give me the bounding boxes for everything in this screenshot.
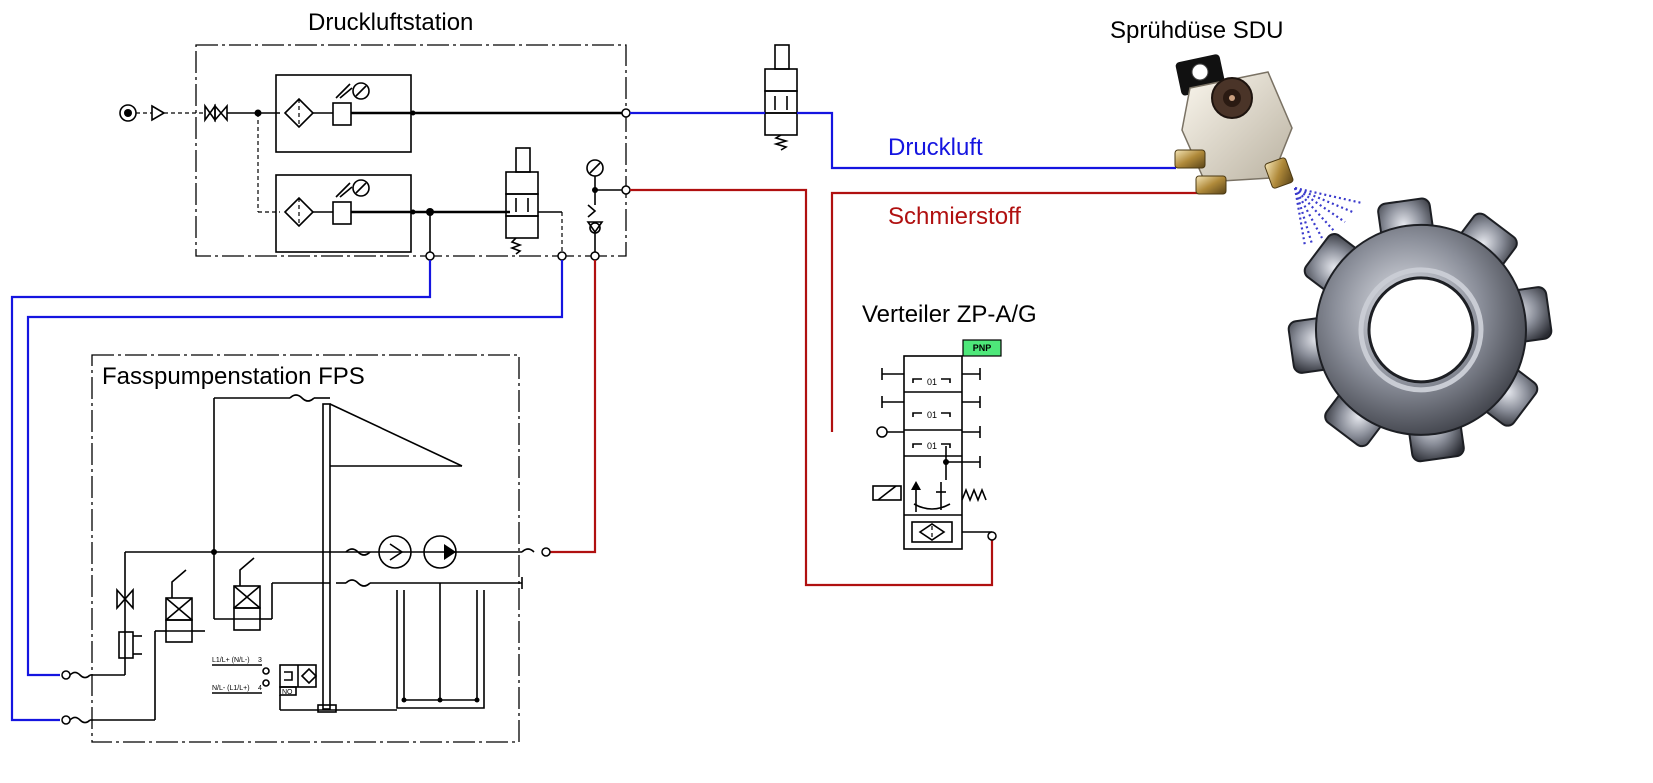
druckluft-label: Druckluft (888, 134, 983, 161)
level-switch: L1/L+ (N/L-) 3 N/L- (L1/L+) 4 NO (212, 657, 397, 711)
solenoid-coil-icon (872, 485, 902, 501)
barrel-outline (396, 590, 485, 709)
verteiler-label: Verteiler ZP-A/G (862, 301, 1037, 328)
distributor-block: PNP 01 01 01 (872, 339, 1002, 550)
spray-pattern (1293, 186, 1363, 247)
check-valve-icon (586, 221, 604, 234)
fps-shutoff-valve-icon (116, 587, 134, 611)
air-fitting (1174, 149, 1206, 169)
distributor-body (903, 355, 963, 550)
terminal-pin-1: 3 (258, 657, 262, 664)
shutoff-valve-icon (204, 103, 216, 123)
frl-unit-2 (275, 174, 412, 253)
regulator-icon-2 (332, 201, 352, 225)
gauge-icon-1 (352, 82, 370, 100)
fps-port-air-1 (61, 670, 71, 680)
druckluftstation-group (119, 44, 631, 261)
nozzle-tip (1264, 157, 1294, 189)
station-port-lube-out (621, 185, 631, 195)
section-label-1: 01 (927, 377, 937, 387)
pump-rod (322, 403, 331, 710)
fps-check-valve-icon (118, 631, 134, 659)
station-port-air-out (621, 108, 631, 118)
fps-port-air-2 (61, 715, 71, 725)
fps-valve-2 (213, 398, 330, 631)
spring-icon-distributor (961, 487, 987, 503)
druckluftstation-boundary (195, 44, 627, 257)
section-label-2: 01 (927, 410, 937, 420)
gear-icon (1287, 197, 1553, 463)
gauge-icon-2 (352, 179, 370, 197)
pnp-badge-text: PNP (973, 343, 992, 353)
fasspumpenstation-label: Fasspumpenstation FPS (102, 363, 365, 390)
station-port-air-2 (557, 251, 567, 261)
silencer-icon (151, 104, 166, 122)
spray-nozzle-device (1174, 54, 1294, 195)
distributor-port-out (987, 531, 997, 541)
druckluftstation-label: Druckluftstation (308, 9, 473, 36)
station-port-lube-in (590, 251, 600, 261)
terminal-label-2: N/L- (L1/L+) (212, 685, 250, 692)
solenoid-valve-station (505, 147, 563, 256)
fps-boundary (91, 354, 520, 743)
distributor-port-in (876, 426, 888, 438)
lube-fitting (1195, 175, 1227, 195)
spruehduese-label: Sprühdüse SDU (1110, 17, 1283, 44)
air-lines (10, 111, 1176, 722)
station-port-air-1 (425, 251, 435, 261)
solenoid-valve-external (764, 44, 798, 151)
spring-icon (587, 204, 597, 218)
terminal-label-1: L1/L+ (N/L-) (212, 657, 250, 664)
supply-port-dot (124, 109, 132, 117)
fps-port-lube-out (541, 547, 551, 557)
fasspumpenstation-group: L1/L+ (N/L-) 3 N/L- (L1/L+) 4 NO (61, 354, 551, 743)
fps-valve-1 (154, 569, 205, 720)
terminal-pin-2: 4 (258, 685, 262, 692)
distributor-filter-icon (918, 523, 946, 541)
pnp-badge (962, 339, 1002, 357)
terminal-tag: NO (282, 689, 293, 696)
lubricant-lines (548, 188, 1200, 587)
regulator-icon-1 (332, 102, 352, 126)
section-label-3: 01 (927, 441, 937, 451)
pump-icon-1 (378, 535, 412, 569)
schmierstoff-label: Schmierstoff (888, 203, 1021, 230)
